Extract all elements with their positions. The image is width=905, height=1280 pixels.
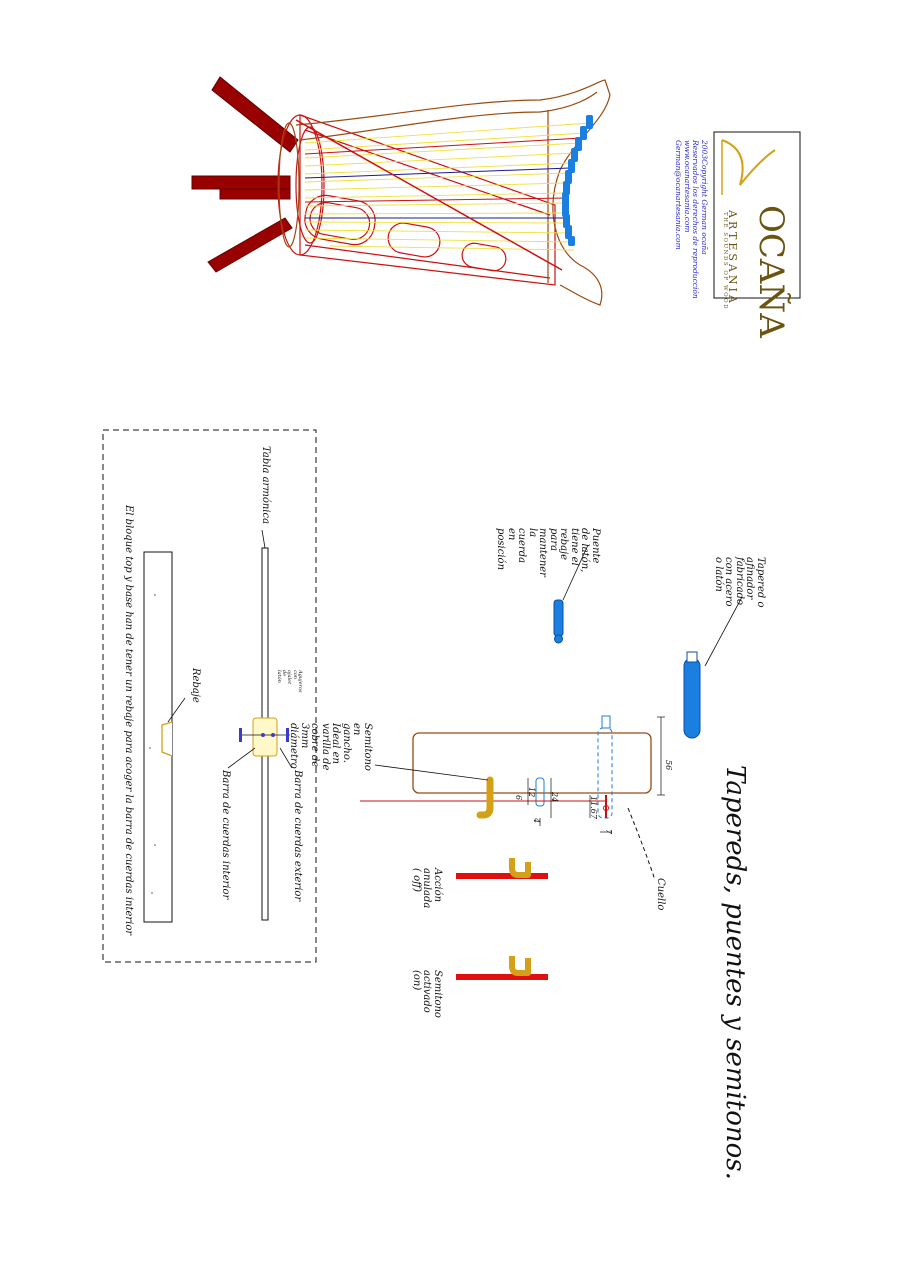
tapered-label: Tapered o afinador fabricado con acero o… — [713, 557, 766, 608]
copyright-line2: Reservados los derechos de reproducción — [691, 140, 701, 299]
copyright-line3: www.ocanartesania.com — [682, 140, 692, 233]
tabla-armonica-label: Tabla armónica — [260, 446, 271, 525]
bloque-note: El bloque top y base han de tener un reb… — [123, 505, 134, 936]
accion-anulada-label: Acción anulada ( off) — [411, 868, 443, 909]
dim-7: 7 — [604, 829, 613, 835]
barra-interior-label: Barra de cuerdas interior — [220, 770, 231, 900]
dim-4: 4 — [532, 818, 541, 824]
harp-levers — [562, 115, 593, 246]
dim-56: 56 — [664, 760, 673, 771]
dim-6: 6 — [514, 795, 523, 801]
dim-11-67: 11.67 — [589, 796, 598, 819]
neck-section — [360, 715, 665, 881]
rebaje-label: Rebaje — [190, 668, 201, 703]
accion-anulada-icon — [456, 858, 548, 879]
cuello-label: Cuello — [655, 878, 666, 911]
logo-line1: ARTESANIA — [726, 210, 739, 306]
copyright-line4: German@ocanartesania.com — [674, 140, 684, 250]
agujeros-label: Agujeros con ojalet de latón — [276, 670, 303, 693]
harp-legs — [191, 76, 299, 273]
harp-soundbox — [299, 114, 556, 286]
logo-line2: THE SOUNDS OF WOOD — [722, 212, 728, 311]
copyright-line1: 2003Copyright German ocaña — [700, 140, 709, 255]
dim-12: 12 — [527, 787, 536, 798]
tabla-section — [102, 429, 317, 963]
harp-strings — [304, 122, 591, 251]
semitono-activado-label: Semitono activado (on) — [411, 970, 443, 1018]
puente-icon — [553, 544, 589, 644]
puente-label: Puente de latón, tiene el rebaje para ma… — [495, 528, 602, 577]
harp-drawing — [191, 76, 611, 306]
dim-24: 24 — [550, 792, 559, 803]
semitono-gancho-label: Semitono en gancho. Ideal en varilla de … — [288, 723, 374, 771]
logo-name: OCAÑA — [751, 205, 791, 338]
semitono-activado-icon — [456, 956, 548, 980]
page-title: Tapereds, puentes y semitonos. — [720, 765, 750, 1180]
copyright-block: 2003Copyright German ocaña Reservados lo… — [674, 140, 709, 299]
logo-box — [713, 131, 801, 299]
barra-exterior-label: Barra de cuerdas exterior — [292, 770, 303, 902]
tapered-icon — [683, 596, 743, 739]
harp-pillar — [295, 119, 563, 271]
